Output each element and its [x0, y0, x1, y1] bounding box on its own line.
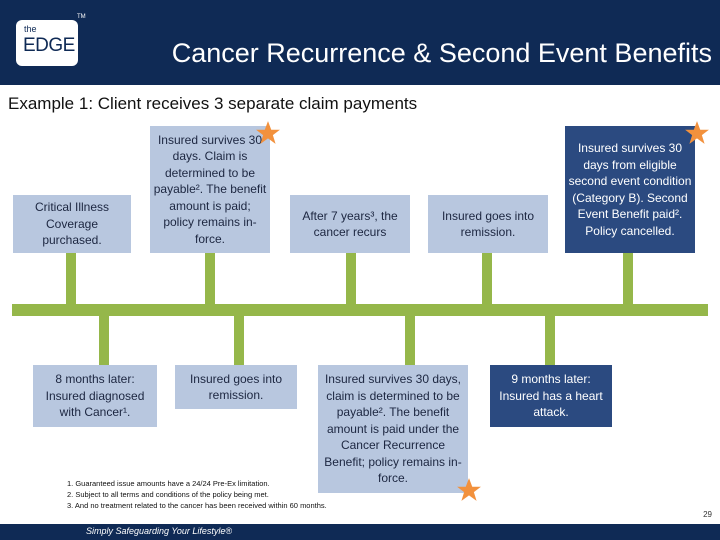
event-recurrence-benefit-paid: Insured survives 30 days, claim is deter… — [318, 365, 468, 493]
footer-tagline: Simply Safeguarding Your Lifestyle® — [86, 526, 233, 536]
timeline-tick — [66, 252, 76, 306]
logo-edge-text: EDGE — [23, 35, 75, 56]
event-second-event-benefit: Insured survives 30 days from eligible s… — [565, 126, 695, 253]
payment-star-icon — [457, 478, 481, 501]
timeline-tick — [405, 314, 415, 366]
timeline-tick — [234, 314, 244, 366]
timeline-tick — [482, 252, 492, 306]
footer-bar: Simply Safeguarding Your Lifestyle® — [0, 524, 720, 540]
event-cancer-recurs: After 7 years³, the cancer recurs — [290, 195, 410, 253]
slide-subtitle: Example 1: Client receives 3 separate cl… — [8, 94, 418, 113]
timeline-tick — [623, 252, 633, 306]
event-cancer-diagnosed: 8 months later: Insured diagnosed with C… — [33, 365, 157, 427]
logo-the-text: the — [24, 24, 37, 34]
page-number: 29 — [703, 510, 712, 519]
event-coverage-purchased: Critical Illness Coverage purchased. — [13, 195, 131, 253]
event-first-claim-paid: Insured survives 30 days. Claim is deter… — [150, 126, 270, 253]
timeline-tick — [545, 314, 555, 366]
footnote: 1. Guaranteed issue amounts have a 24/24… — [67, 479, 270, 488]
header-bar: the EDGE TM Cancer Recurrence & Second E… — [0, 0, 720, 85]
footnote: 2. Subject to all terms and conditions o… — [67, 490, 269, 499]
page-title: Cancer Recurrence & Second Event Benefit… — [171, 38, 712, 68]
timeline-tick — [205, 252, 215, 306]
footnote: 3. And no treatment related to the cance… — [67, 501, 327, 510]
edge-logo: the EDGE — [16, 20, 78, 66]
event-remission-2: Insured goes into remission. — [428, 195, 548, 253]
timeline-tick — [99, 314, 109, 366]
timeline-tick — [346, 252, 356, 306]
payment-star-icon — [685, 121, 709, 144]
timeline-bar — [12, 304, 708, 316]
trademark-mark: TM — [77, 14, 86, 20]
payment-star-icon — [256, 121, 280, 144]
event-heart-attack: 9 months later: Insured has a heart atta… — [490, 365, 612, 427]
event-remission-1: Insured goes into remission. — [175, 365, 297, 409]
footnotes: 1. Guaranteed issue amounts have a 24/24… — [67, 478, 327, 511]
